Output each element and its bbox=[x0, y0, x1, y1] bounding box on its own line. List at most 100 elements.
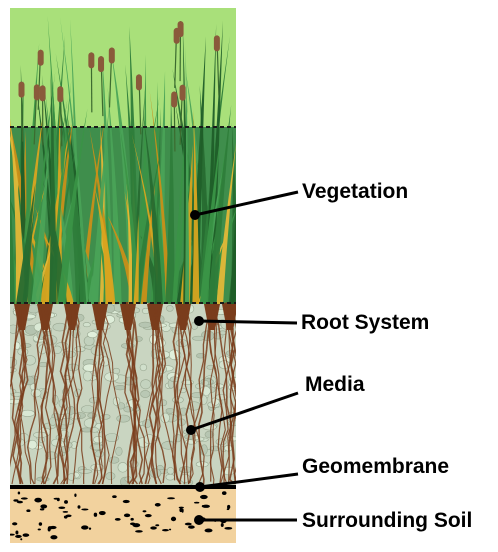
soil-speck bbox=[171, 517, 176, 522]
soil-speck bbox=[185, 523, 192, 526]
soil-speck bbox=[194, 502, 199, 504]
pebble bbox=[67, 364, 79, 371]
soil-speck bbox=[123, 500, 130, 503]
soil-speck bbox=[169, 529, 171, 531]
cattail-head bbox=[40, 85, 46, 101]
soil-speck bbox=[143, 510, 147, 512]
soil-speck bbox=[222, 491, 227, 495]
pebble bbox=[113, 368, 120, 374]
soil-speck bbox=[57, 498, 60, 502]
pebble bbox=[179, 467, 191, 473]
soil-speck bbox=[155, 524, 159, 526]
soil-speck bbox=[124, 514, 130, 518]
pebble bbox=[141, 390, 151, 397]
cattail-head bbox=[109, 47, 115, 63]
pebble bbox=[118, 462, 128, 472]
pebble bbox=[167, 467, 174, 474]
label-media: Media bbox=[305, 374, 365, 395]
soil-speck bbox=[40, 504, 47, 508]
cattail-head bbox=[178, 21, 184, 37]
cattail-head bbox=[88, 52, 94, 68]
soil-speck bbox=[64, 500, 68, 504]
pebble bbox=[106, 472, 115, 479]
soil-speck bbox=[179, 508, 182, 512]
soil-speck bbox=[20, 538, 22, 540]
cattail-head bbox=[19, 82, 25, 98]
label-geomembrane: Geomembrane bbox=[302, 456, 449, 477]
soil-speck bbox=[202, 505, 205, 507]
cattail-head bbox=[98, 56, 104, 72]
pebble bbox=[169, 350, 179, 360]
pebble bbox=[78, 469, 91, 473]
soil-speck bbox=[15, 535, 22, 538]
soil-speck bbox=[58, 507, 65, 509]
soil-speck bbox=[167, 497, 175, 499]
soil-speck bbox=[227, 505, 230, 509]
pebble bbox=[117, 415, 130, 422]
label-root-system: Root System bbox=[301, 312, 429, 333]
soil-speck bbox=[89, 527, 91, 529]
soil-speck bbox=[224, 527, 232, 530]
pebble bbox=[140, 364, 147, 371]
soil-speck bbox=[66, 514, 72, 517]
label-surrounding-soil: Surrounding Soil bbox=[302, 510, 472, 531]
pebble bbox=[5, 389, 16, 394]
soil-speck bbox=[39, 522, 42, 526]
soil-speck bbox=[99, 511, 106, 515]
soil-speck bbox=[17, 501, 23, 504]
cattail-head bbox=[180, 85, 186, 101]
pebble bbox=[192, 336, 204, 340]
cattail-head bbox=[171, 92, 177, 108]
soil-speck bbox=[15, 531, 18, 535]
soil-speck bbox=[221, 523, 224, 527]
soil-speck bbox=[38, 529, 41, 531]
soil-speck bbox=[145, 514, 152, 517]
pebble bbox=[215, 394, 227, 400]
pebble bbox=[115, 385, 126, 390]
pebble bbox=[87, 331, 97, 337]
pebble bbox=[166, 474, 175, 480]
pebble bbox=[21, 410, 35, 416]
soil-speck bbox=[50, 535, 57, 539]
pebble bbox=[83, 371, 92, 381]
cattail-head bbox=[136, 74, 142, 90]
soil-speck bbox=[205, 529, 213, 533]
soil-speck bbox=[8, 534, 15, 536]
soil-speck bbox=[188, 525, 195, 528]
cattail-head bbox=[38, 50, 44, 66]
soil-speck bbox=[94, 513, 98, 517]
soil-speck bbox=[40, 508, 44, 510]
soil-speck bbox=[26, 509, 30, 512]
pebble bbox=[83, 322, 90, 326]
soil-speck bbox=[130, 522, 135, 525]
soil-speck bbox=[135, 530, 143, 532]
soil-speck bbox=[26, 534, 29, 536]
soil-speck bbox=[74, 494, 76, 497]
cattail-head bbox=[214, 35, 220, 51]
soil-speck bbox=[34, 498, 42, 503]
soil-speck bbox=[155, 503, 161, 507]
soil-speck bbox=[115, 518, 121, 521]
soil-speck bbox=[162, 529, 169, 531]
soil-speck bbox=[200, 495, 208, 499]
pebble bbox=[33, 432, 47, 438]
label-vegetation: Vegetation bbox=[302, 181, 408, 202]
pebble bbox=[141, 380, 151, 389]
pebble bbox=[93, 436, 103, 443]
pebble bbox=[161, 413, 170, 423]
pebble bbox=[109, 457, 119, 464]
cattail-head bbox=[57, 86, 63, 102]
soil-speck bbox=[112, 495, 117, 498]
pebble bbox=[81, 406, 94, 413]
soil-speck bbox=[81, 525, 88, 529]
soil-speck bbox=[18, 492, 20, 495]
pebble bbox=[124, 406, 133, 412]
soil-speck bbox=[48, 527, 51, 531]
pebble bbox=[31, 389, 41, 397]
pebble bbox=[166, 408, 174, 413]
pebble bbox=[24, 376, 35, 385]
soil-speck bbox=[63, 511, 69, 513]
soil-speck bbox=[150, 526, 157, 529]
pebble bbox=[116, 447, 123, 456]
soil-speck bbox=[12, 522, 17, 525]
